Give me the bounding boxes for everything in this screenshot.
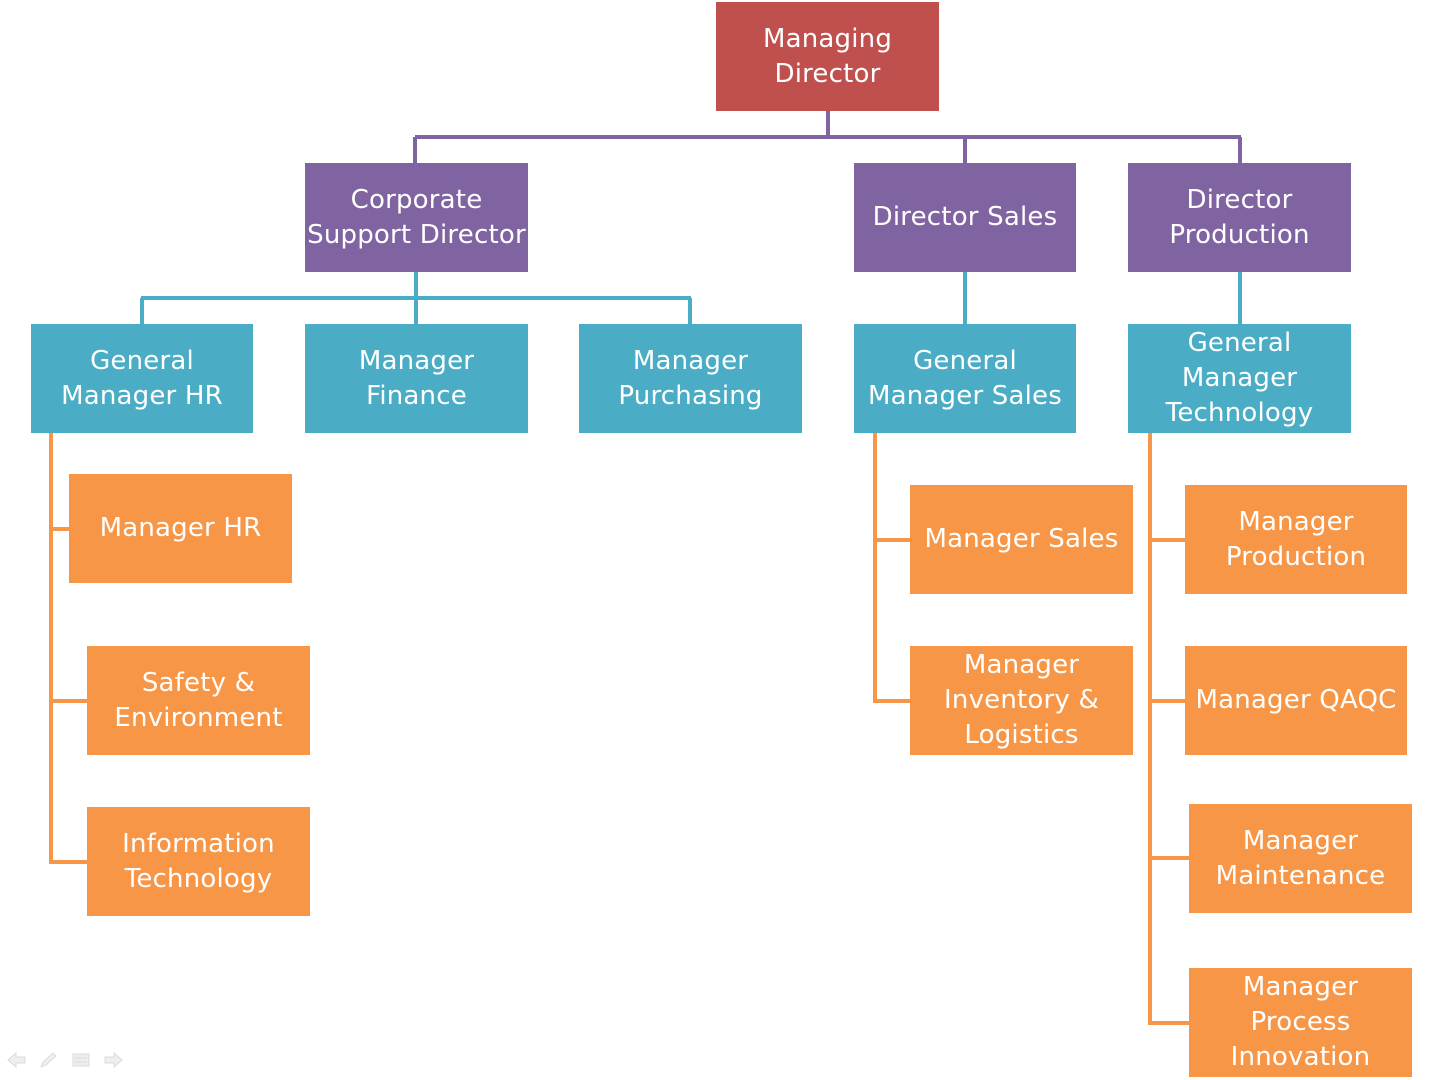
menu-icon[interactable] xyxy=(70,1050,92,1070)
connector-level2 xyxy=(140,272,1242,324)
slideshow-controls xyxy=(6,1050,124,1070)
pen-icon[interactable] xyxy=(38,1050,60,1070)
node-manager-inventory-logistics: Manager Inventory & Logistics xyxy=(910,646,1133,755)
node-manager-production: Manager Production xyxy=(1185,485,1407,594)
node-manager-sales: Manager Sales xyxy=(910,485,1133,594)
node-manager-finance: Manager Finance xyxy=(305,324,528,433)
connector-level3 xyxy=(49,433,1189,1025)
node-general-manager-technology: General Manager Technology xyxy=(1128,324,1351,433)
connector-level1 xyxy=(413,111,1242,163)
next-icon[interactable] xyxy=(102,1050,124,1070)
node-manager-process-innovation: Manager Process Innovation xyxy=(1189,968,1412,1077)
node-director-production: Director Production xyxy=(1128,163,1351,272)
node-managing-director: Managing Director xyxy=(716,2,939,111)
node-corporate-support-director: Corporate Support Director xyxy=(305,163,528,272)
node-manager-purchasing: Manager Purchasing xyxy=(579,324,802,433)
node-safety-environment: Safety & Environment xyxy=(87,646,310,755)
node-director-sales: Director Sales xyxy=(854,163,1076,272)
node-manager-maintenance: Manager Maintenance xyxy=(1189,804,1412,913)
node-general-manager-hr: General Manager HR xyxy=(31,324,253,433)
previous-icon[interactable] xyxy=(6,1050,28,1070)
node-general-manager-sales: General Manager Sales xyxy=(854,324,1076,433)
node-manager-qaqc: Manager QAQC xyxy=(1185,646,1407,755)
node-information-technology: Information Technology xyxy=(87,807,310,916)
node-manager-hr: Manager HR xyxy=(69,474,292,583)
